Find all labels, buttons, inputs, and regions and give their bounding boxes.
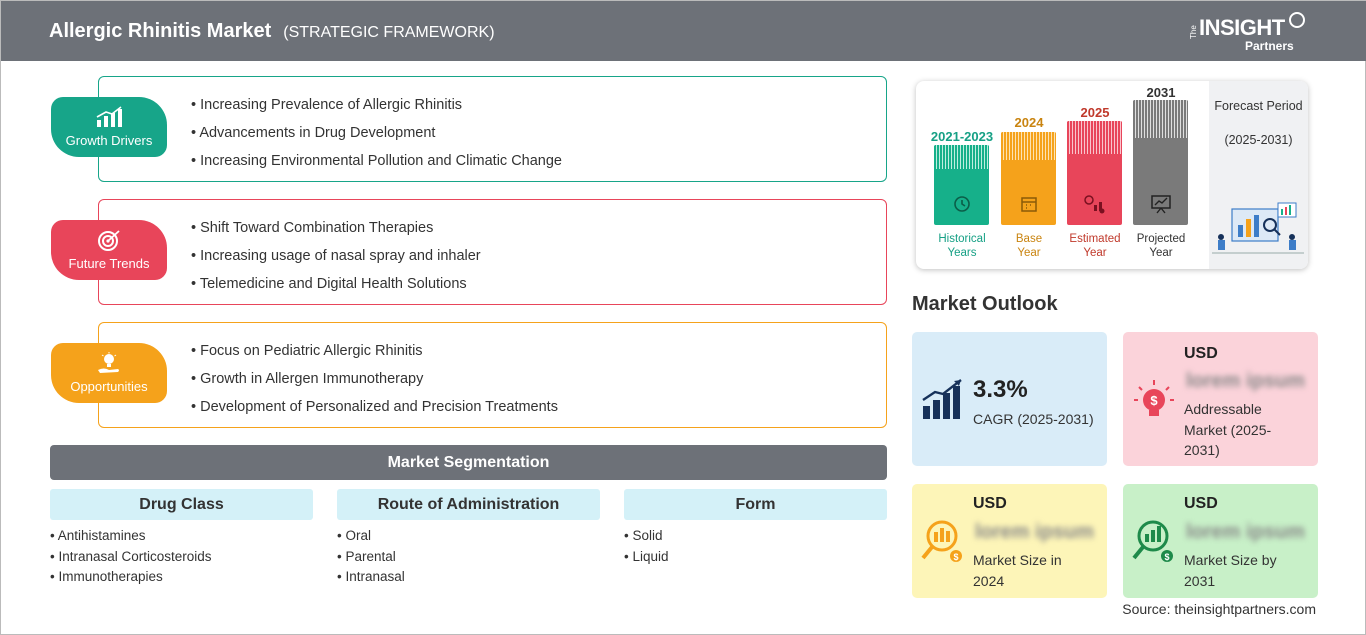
lightbulb-dollar-icon: $ xyxy=(1134,380,1174,416)
list-item: Liquid xyxy=(624,547,887,568)
segment-header: Form xyxy=(624,489,887,520)
segment-route-of-administration: Route of Administration Oral Parental In… xyxy=(337,489,600,588)
settings-chart-icon xyxy=(1084,195,1105,214)
svg-text:$: $ xyxy=(1150,393,1158,408)
list-item: Immunotherapies xyxy=(50,567,313,588)
forecast-period-range: (2025-2031) xyxy=(1224,133,1293,147)
analytics-illustration-icon xyxy=(1212,202,1304,254)
insight-partners-logo[interactable]: The INSIGHT Partners xyxy=(1189,9,1309,55)
svg-text:$: $ xyxy=(953,552,958,562)
future-trends-card: Shift Toward Combination Therapies Incre… xyxy=(98,199,887,305)
svg-text:$: $ xyxy=(1164,552,1169,562)
market-size-2031-card: $ USD lorem ipsum Market Size by 2031 xyxy=(1123,484,1318,598)
magnifier-coin-icon: $ xyxy=(921,520,962,562)
opportunities-tag: Opportunities xyxy=(51,343,167,403)
target-icon xyxy=(98,230,120,251)
size2024-label: Market Size in 2024 xyxy=(973,552,1062,589)
logo-insight-text: INSIGHT xyxy=(1199,15,1285,40)
list-item: Parental xyxy=(337,547,600,568)
list-item: Increasing Environmental Pollution and C… xyxy=(191,152,562,180)
addressable-currency: USD xyxy=(1184,345,1218,362)
addressable-value-blurred: lorem ipsum xyxy=(1186,370,1305,392)
timeline-year: 2024 xyxy=(1014,115,1044,130)
lightbulb-hand-icon xyxy=(98,352,119,373)
page-title: Allergic Rhinitis Market xyxy=(49,19,272,42)
list-item: Focus on Pediatric Allergic Rhinitis xyxy=(191,342,558,370)
list-item: Intranasal xyxy=(337,567,600,588)
size2031-currency: USD xyxy=(1184,495,1218,512)
size2031-label: Market Size by 2031 xyxy=(1184,552,1277,589)
cagr-value: 3.3% xyxy=(973,376,1028,403)
presentation-icon xyxy=(1151,195,1171,214)
future-trends-label: Future Trends xyxy=(68,256,150,271)
future-trends-tag: Future Trends xyxy=(51,220,167,280)
growth-chart-icon xyxy=(922,379,962,419)
size2024-value-blurred: lorem ipsum xyxy=(975,521,1094,543)
opportunities-card: Focus on Pediatric Allergic Rhinitis Gro… xyxy=(98,322,887,428)
growth-drivers-label: Growth Drivers xyxy=(65,133,153,148)
page-subtitle: (STRATEGIC FRAMEWORK) xyxy=(283,23,495,41)
growth-drivers-card: Increasing Prevalence of Allergic Rhinit… xyxy=(98,76,887,182)
list-item: Advancements in Drug Development xyxy=(191,124,562,152)
cagr-card: 3.3% CAGR (2025-2031) xyxy=(912,332,1107,466)
history-icon xyxy=(954,196,970,212)
timeline-year: 2025 xyxy=(1080,105,1110,120)
calendar-icon xyxy=(1021,197,1037,212)
market-outlook-title: Market Outlook xyxy=(912,293,1058,315)
addressable-label: Addressable Market (2025-2031) xyxy=(1184,401,1272,458)
logo-ring-icon xyxy=(1289,12,1305,28)
market-size-2024-card: $ USD lorem ipsum Market Size in 2024 xyxy=(912,484,1107,598)
list-item: Oral xyxy=(337,526,600,547)
bar-growth-icon xyxy=(96,106,122,127)
list-item: Solid xyxy=(624,526,887,547)
list-item: Antihistamines xyxy=(50,526,313,547)
logo-partners-text: Partners xyxy=(1245,39,1294,53)
list-item: Development of Personalized and Precisio… xyxy=(191,398,558,426)
growth-drivers-tag: Growth Drivers xyxy=(51,97,167,157)
forecast-period-title: Forecast Period xyxy=(1214,99,1303,113)
growth-drivers-list: Increasing Prevalence of Allergic Rhinit… xyxy=(191,96,562,180)
segment-drug-class: Drug Class Antihistamines Intranasal Cor… xyxy=(50,489,313,588)
timeline-bar-projected xyxy=(1133,100,1188,225)
segment-form: Form Solid Liquid xyxy=(624,489,887,567)
source-text: Source: theinsightpartners.com xyxy=(1122,601,1316,617)
list-item: Growth in Allergen Immunotherapy xyxy=(191,370,558,398)
size2024-currency: USD xyxy=(973,495,1007,512)
market-segmentation-heading: Market Segmentation xyxy=(50,445,887,480)
timeline-year: 2021-2023 xyxy=(930,129,994,144)
opportunities-list: Focus on Pediatric Allergic Rhinitis Gro… xyxy=(191,342,558,426)
logo-the-text: The xyxy=(1189,25,1198,39)
size2031-value-blurred: lorem ipsum xyxy=(1186,521,1305,543)
magnifier-growth-icon: $ xyxy=(1132,520,1173,562)
segment-header: Drug Class xyxy=(50,489,313,520)
timeline-year: 2031 xyxy=(1146,85,1176,100)
opportunities-label: Opportunities xyxy=(70,379,148,394)
list-item: Increasing usage of nasal spray and inha… xyxy=(191,247,481,275)
future-trends-list: Shift Toward Combination Therapies Incre… xyxy=(191,219,481,303)
list-item: Shift Toward Combination Therapies xyxy=(191,219,481,247)
segment-header: Route of Administration xyxy=(337,489,600,520)
list-item: Telemedicine and Digital Health Solution… xyxy=(191,275,481,303)
list-item: Increasing Prevalence of Allergic Rhinit… xyxy=(191,96,562,124)
list-item: Intranasal Corticosteroids xyxy=(50,547,313,568)
cagr-label: CAGR (2025-2031) xyxy=(973,411,1094,427)
timeline-bar-base xyxy=(1001,132,1056,225)
addressable-market-card: $ USD lorem ipsum Addressable Market (20… xyxy=(1123,332,1318,466)
header-bar: Allergic Rhinitis Market (STRATEGIC FRAM… xyxy=(1,1,1366,61)
